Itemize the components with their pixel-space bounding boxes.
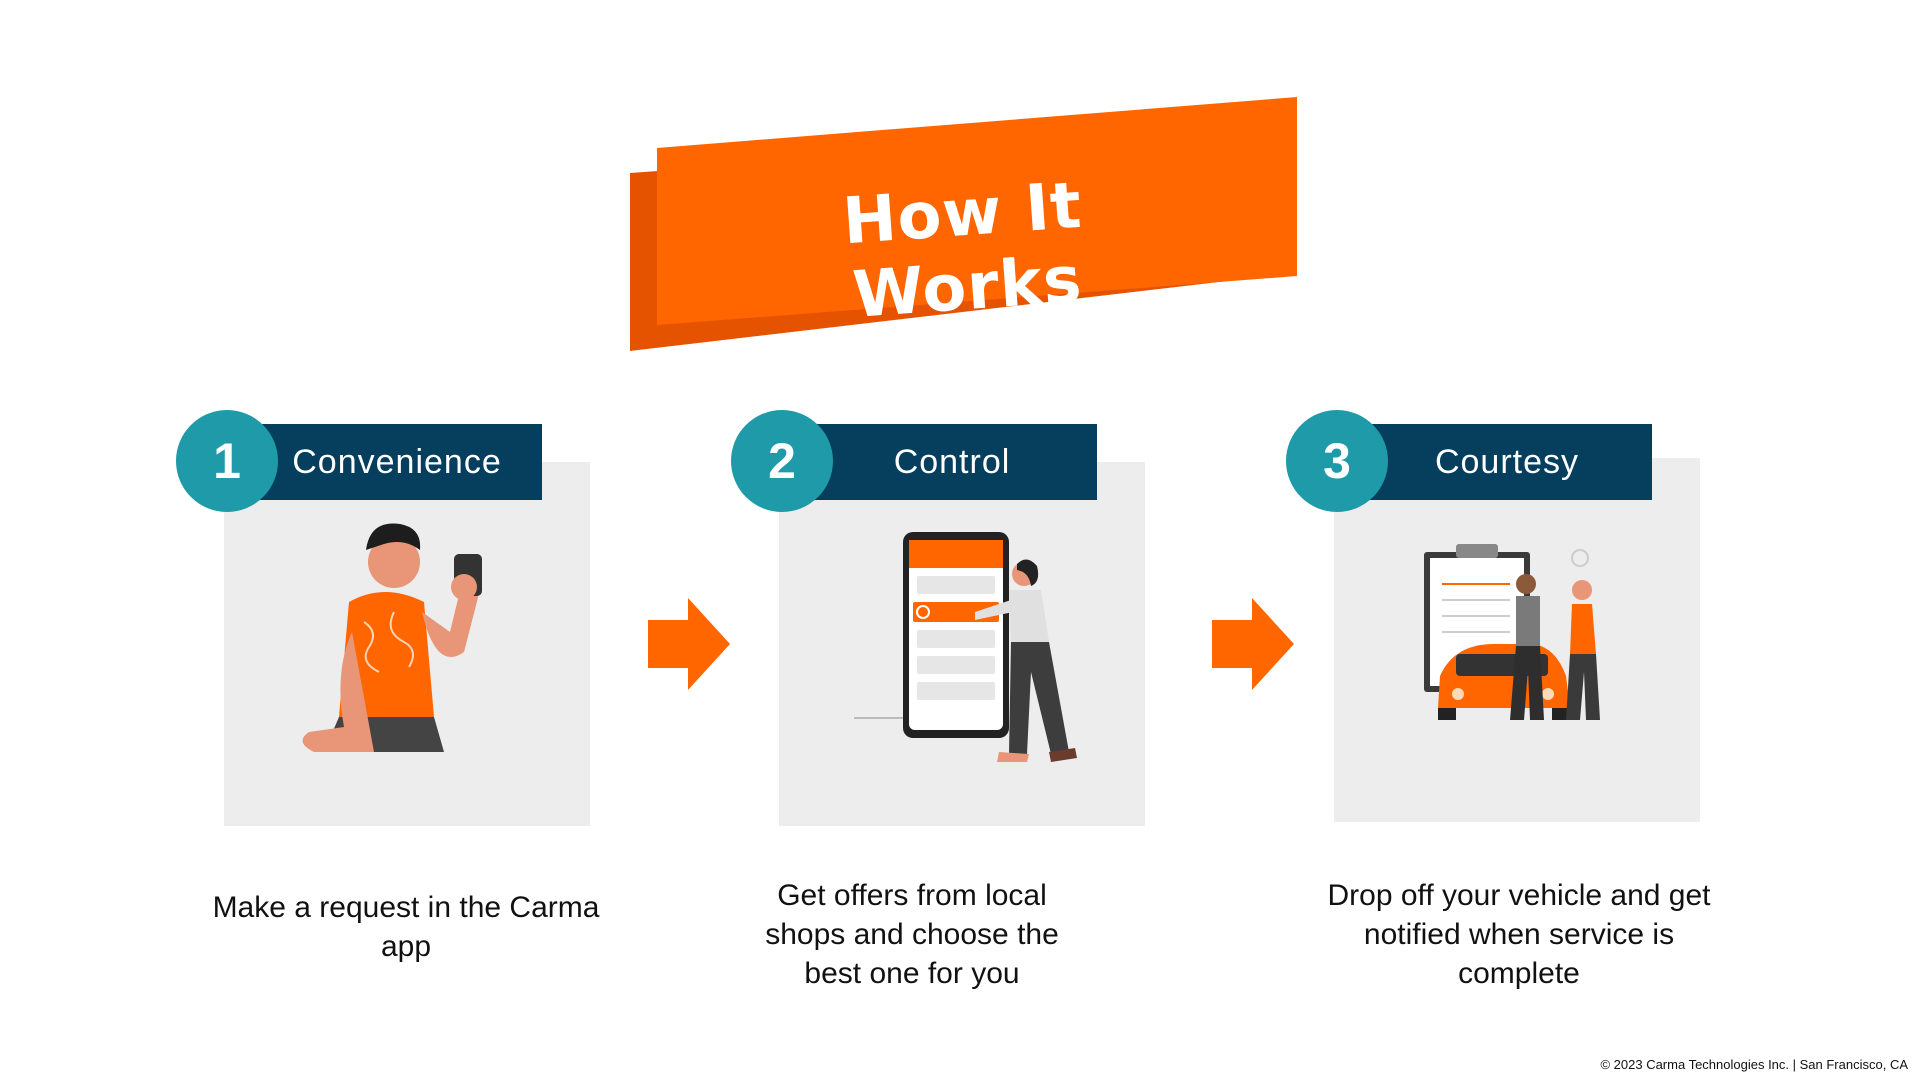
step-1-description: Make a request in the Carma app	[212, 891, 600, 963]
step-label: Courtesy	[1352, 424, 1652, 500]
step-3: Courtesy 3	[1286, 410, 1726, 830]
person-with-phone-illustration	[302, 523, 482, 752]
arrow-right-icon	[648, 598, 730, 690]
step-2: Control 2	[731, 410, 1171, 830]
step-label: Control	[797, 424, 1097, 500]
step-3-description: Drop off your vehicle and get notified w…	[1327, 879, 1711, 990]
banner-shape	[630, 97, 1297, 351]
step-2-description: Get offers from local shops and choose t…	[765, 879, 1059, 990]
step-number: 2	[731, 410, 833, 512]
step-number: 3	[1286, 410, 1388, 512]
car-handover-illustration	[1424, 544, 1600, 720]
phone-offers-illustration	[854, 532, 1077, 762]
step-label: Convenience	[242, 424, 542, 500]
arrow-right-icon	[1212, 598, 1294, 690]
step-1: Convenience 1	[176, 410, 616, 830]
footer-copyright: © 2023 Carma Technologies Inc. | San Fra…	[1600, 1057, 1908, 1072]
header-banner: How It Works	[630, 95, 1300, 355]
step-number: 1	[176, 410, 278, 512]
